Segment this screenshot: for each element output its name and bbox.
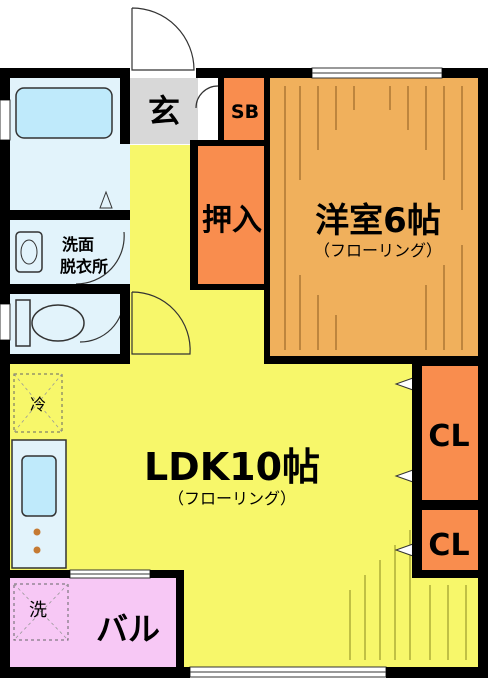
entrance-area: [130, 78, 198, 144]
closet-2-label: CL: [428, 528, 469, 563]
refrigerator-label: 冷: [30, 395, 46, 414]
shoe-box-label: SB: [231, 101, 259, 123]
balcony-area: [10, 577, 182, 667]
ldk-floor-label: （フローリング）: [168, 489, 296, 508]
washroom-label-line1: 洗面: [62, 235, 94, 254]
washing-machine-label: 洗: [29, 600, 47, 621]
entrance-label: 玄: [148, 92, 180, 130]
stove-burner-1: [33, 528, 41, 536]
oshiire-label: 押入: [202, 203, 262, 238]
ldk-label: LDK10帖: [144, 445, 320, 489]
balcony-label: バル: [96, 610, 160, 648]
kitchen-sink: [21, 455, 57, 517]
walls: [0, 68, 488, 678]
shoe-box-area: [224, 78, 266, 140]
washroom-label-line2: 脱衣所: [60, 257, 108, 276]
windows: [0, 67, 443, 678]
closet-1-area: [420, 365, 478, 500]
refrigerator-cross-2: [13, 373, 63, 433]
toilet-bowl: [31, 304, 85, 342]
washing-machine-cross-2: [13, 583, 69, 641]
oshiire-area: [196, 145, 266, 287]
closet-1-label: CL: [428, 419, 469, 454]
bathtub: [15, 87, 113, 139]
western-room-area: [270, 78, 478, 360]
western-room-hatching: [284, 86, 463, 350]
shower-mark: [99, 190, 113, 209]
washbasin: [15, 231, 43, 273]
washbasin-bowl: [20, 239, 38, 265]
closet-2-area: [420, 510, 478, 576]
stove-burner-2: [33, 546, 41, 554]
washing-machine-space: [13, 583, 69, 641]
toilet-tank: [15, 299, 31, 347]
western-room-floor-label: （フローリング）: [314, 241, 442, 260]
door-swings: [75, 7, 219, 355]
refrigerator-space: [13, 373, 63, 433]
western-room-label: 洋室6帖: [315, 201, 441, 241]
